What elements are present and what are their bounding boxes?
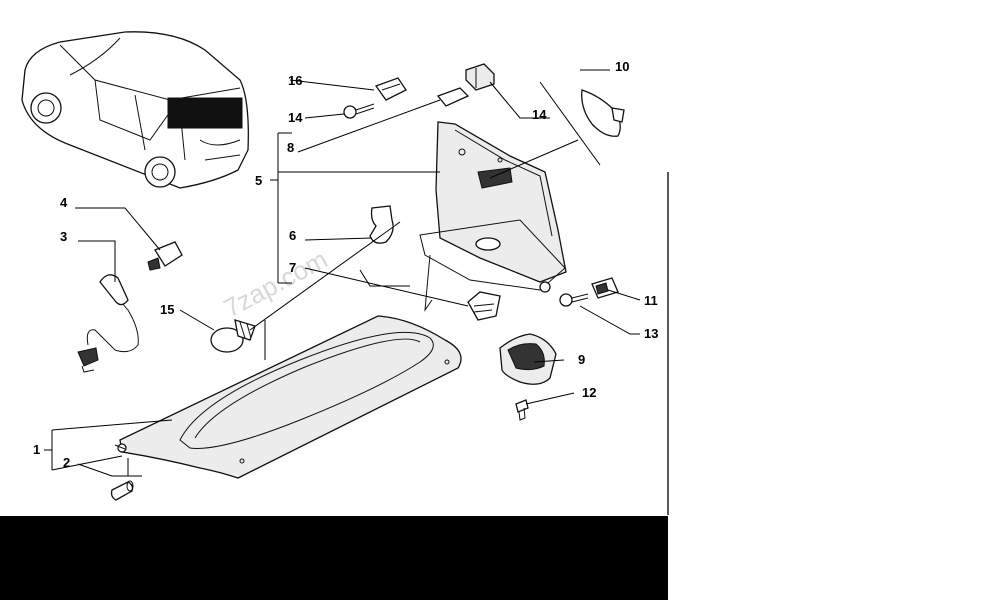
- callout-13: 13: [644, 326, 658, 341]
- callout-9: 9: [578, 352, 585, 367]
- callout-7: 7: [289, 260, 296, 275]
- callout-12: 12: [582, 385, 596, 400]
- callout-11: 11: [644, 293, 658, 308]
- screw-14-part: [343, 103, 375, 119]
- grommet-part: [467, 291, 501, 321]
- callout-1: 1: [33, 442, 40, 457]
- screw-12-part: [515, 399, 529, 421]
- callout-10: 10: [615, 59, 629, 74]
- bracket-clip-part: [369, 205, 394, 244]
- callout-3: 3: [60, 229, 67, 244]
- callout-8: 8: [287, 140, 294, 155]
- courtesy-lamp-part: [499, 333, 557, 385]
- car-thumbnail: [21, 31, 249, 189]
- cover-cap-part: [581, 89, 625, 137]
- clip-15-part: [374, 77, 407, 101]
- retainer-14-part: [465, 63, 495, 91]
- cable-harness-part: [77, 274, 139, 373]
- callout-15: 16: [288, 73, 302, 88]
- parcel-shelf-part: [114, 315, 462, 479]
- footer-band: [0, 516, 668, 600]
- callout-labels: 16 14 8 5 6 7 14 10 11 13 9 12 4 3 15 1 …: [33, 59, 658, 470]
- callout-14-left: 14: [288, 110, 303, 125]
- pin-part: [110, 480, 134, 501]
- parcel-shelf-highlight: [167, 97, 243, 129]
- callout-14-right: 14: [532, 107, 547, 122]
- switch-part: [147, 241, 183, 271]
- clip-8-part: [436, 87, 470, 107]
- connector-part: [591, 277, 619, 299]
- screw-13-part: [559, 293, 589, 307]
- leader-lines: [44, 69, 641, 477]
- callout-5: 5: [255, 173, 262, 188]
- side-trim-panel-part: [419, 121, 567, 312]
- callout-6: 6: [289, 228, 296, 243]
- callout-4: 4: [60, 195, 68, 210]
- callout-16: 15: [160, 302, 174, 317]
- callout-2: 2: [63, 455, 70, 470]
- push-clip-part: [210, 319, 256, 353]
